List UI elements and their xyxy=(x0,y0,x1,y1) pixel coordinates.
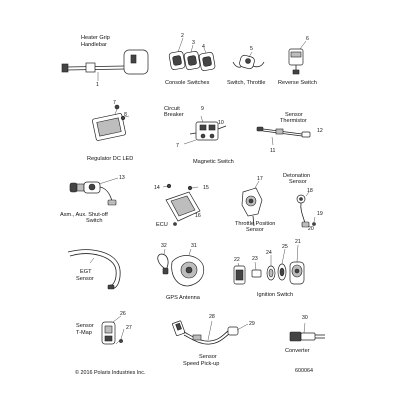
callout-15: 15 xyxy=(203,185,209,191)
callout-22: 22 xyxy=(234,257,240,263)
callout-11: 11 xyxy=(270,148,275,154)
callout-10: 10 xyxy=(218,120,224,126)
magnetic-switch-part xyxy=(183,115,227,145)
callout-3: 3 xyxy=(192,40,195,46)
aux-shutoff-switch-part xyxy=(69,177,119,206)
switch-throttle-part xyxy=(232,51,265,70)
sensor-tmap-sensor-label: Sensor xyxy=(76,323,94,329)
sensor-speed-pickup-label: Speed Pick-up xyxy=(183,361,219,367)
breaker-label: Breaker xyxy=(164,112,184,118)
callout-26: 26 xyxy=(120,311,126,317)
callout-6: 6 xyxy=(306,36,309,42)
detonation-sensor-label: Sensor xyxy=(289,179,307,185)
sensor-thermistor-part xyxy=(256,126,311,146)
callout-30: 30 xyxy=(302,315,308,321)
callout-7a: 7 xyxy=(113,100,116,106)
magnetic-switch-label: Magnetic Switch xyxy=(193,159,234,165)
aux-shutoff-label: Asm., Aux. Shut-off xyxy=(60,212,108,218)
callout-19: 19 xyxy=(317,211,323,217)
ecu-label: ECU xyxy=(156,222,168,228)
sensor-speed-sensor-label: Sensor xyxy=(199,354,217,360)
circuit-label: Circuit xyxy=(164,106,180,112)
callout-27: 27 xyxy=(126,325,132,331)
copyright-text: © 2016 Polaris Industries Inc. xyxy=(75,369,146,376)
callout-31: 31 xyxy=(191,243,197,249)
detonation-label: Detonation xyxy=(283,173,310,179)
console-switches-part xyxy=(168,37,216,71)
aux-shutoff-switch-label: Switch xyxy=(86,218,102,224)
diagram-id: 600064 xyxy=(295,368,313,374)
egt-sensor-label: Sensor xyxy=(76,276,94,282)
regulator-dc-led-label: Regulator DC LED xyxy=(87,156,133,162)
switch-throttle-label: Switch, Throttle xyxy=(227,80,265,86)
converter-label: Converter xyxy=(285,348,310,354)
callout-5: 5 xyxy=(250,46,253,52)
sensor-speed-pickup-part xyxy=(172,320,249,345)
reverse-switch-label: Reverse Switch xyxy=(278,80,317,86)
converter-part xyxy=(289,322,325,342)
callout-13: 13 xyxy=(119,175,125,181)
throttle-position-sensor-label: Sensor xyxy=(246,227,264,233)
heater-grip-handlebar-part xyxy=(61,49,149,81)
callout-18: 18 xyxy=(307,188,313,194)
callout-7b: 7 xyxy=(176,143,179,149)
callout-32: 32 xyxy=(161,243,167,249)
callout-12: 12 xyxy=(317,128,323,134)
callout-21: 21 xyxy=(295,239,301,245)
reverse-switch-part xyxy=(288,40,307,75)
throttle-position-sensor-part xyxy=(241,180,263,227)
callout-17: 17 xyxy=(257,176,263,182)
ignition-switch-label: Ignition Switch xyxy=(257,292,293,298)
callout-2: 2 xyxy=(181,33,184,39)
sensor-tmap-part xyxy=(101,315,125,345)
callout-16: 16 xyxy=(195,213,201,219)
callout-8: 8 xyxy=(124,112,127,118)
callout-25: 25 xyxy=(282,244,288,250)
gps-antenna-part xyxy=(157,248,205,287)
ecu-part xyxy=(162,183,201,226)
ignition-switch-part xyxy=(233,244,305,285)
sensor-label: Sensor xyxy=(285,112,303,118)
sensor-tmap-label: T-Map xyxy=(76,330,92,336)
callout-20: 20 xyxy=(308,226,314,232)
detonation-sensor-part xyxy=(296,191,316,228)
handlebar-label: Handlebar xyxy=(81,42,107,48)
callout-14: 14 xyxy=(154,185,160,191)
gps-antenna-label: GPS Antenna xyxy=(166,295,201,301)
callout-29: 29 xyxy=(249,321,255,327)
egt-label: EGT xyxy=(80,269,92,275)
thermistor-label: Thermistor xyxy=(280,118,307,124)
callout-28: 28 xyxy=(209,314,215,320)
regulator-dc-led-part xyxy=(92,104,130,141)
callout-4: 4 xyxy=(202,44,205,50)
egt-sensor-part xyxy=(67,249,121,290)
console-switches-label: Console Switches xyxy=(165,80,210,86)
heater-grip-label: Heater Grip xyxy=(81,35,110,41)
callout-9: 9 xyxy=(201,106,204,112)
callout-23: 23 xyxy=(252,256,258,262)
callout-24: 24 xyxy=(266,250,272,256)
throttle-position-label: Throttle Position xyxy=(235,221,275,227)
callout-1: 1 xyxy=(96,82,99,88)
